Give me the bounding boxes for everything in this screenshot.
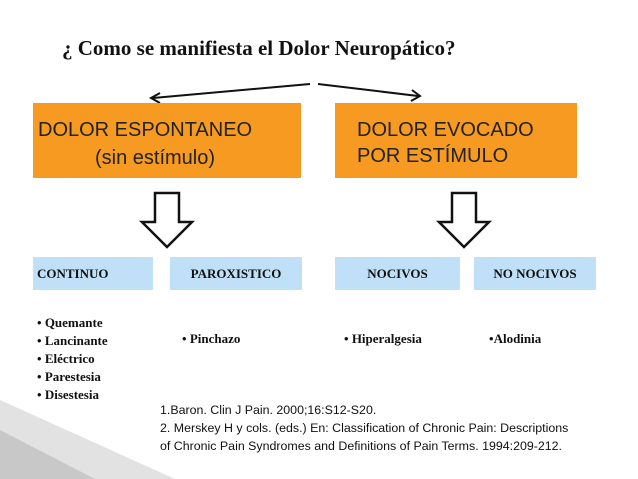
category-continuo: CONTINUO: [33, 257, 153, 290]
bullet-list-continuo: • Quemante • Lancinante • Eléctrico • Pa…: [37, 314, 108, 404]
spontaneous-pain-box: DOLOR ESPONTANEO (sin estímulo): [33, 103, 301, 178]
list-item: • Lancinante: [37, 333, 108, 348]
category-nocivos: NOCIVOS: [335, 257, 460, 290]
list-item: • Eléctrico: [37, 351, 95, 366]
reference-1: 1.Baron. Clin J Pain. 2000;16:S12-S20.: [160, 403, 377, 417]
down-arrow-left: [138, 191, 196, 249]
list-item: • Parestesia: [37, 369, 101, 384]
list-item: • Pinchazo: [182, 331, 241, 346]
evoked-pain-box: DOLOR EVOCADO POR ESTÍMULO: [335, 103, 577, 178]
list-item: • Disestesia: [37, 387, 99, 402]
box-right-line1: DOLOR EVOCADO: [357, 119, 534, 141]
box-left-line2: (sin estímulo): [95, 147, 216, 169]
bullet-list-paroxistico: • Pinchazo: [182, 330, 240, 348]
slide-title: ¿ Como se manifiesta el Dolor Neuropátic…: [62, 36, 456, 60]
box-left-line1: DOLOR ESPONTANEO: [38, 119, 253, 141]
reference-2: 2. Merskey H y cols. (eds.) En: Classifi…: [160, 421, 569, 435]
bullet-list-no-nocivos: •Alodinia: [489, 330, 541, 348]
box-right-line2: POR ESTÍMULO: [357, 145, 509, 167]
references: 1.Baron. Clin J Pain. 2000;16:S12-S20. 2…: [160, 401, 568, 455]
split-arrow-right: [317, 83, 422, 102]
list-item: • Hiperalgesia: [344, 331, 422, 346]
down-arrow-right: [435, 191, 493, 249]
category-paroxistico: PAROXISTICO: [170, 257, 302, 290]
list-item: • Quemante: [37, 315, 103, 330]
reference-3: of Chronic Pain Syndromes and Definition…: [160, 439, 563, 453]
category-no-nocivos: NO NOCIVOS: [474, 257, 596, 290]
split-arrow-left: [148, 83, 311, 104]
list-item: •Alodinia: [489, 331, 542, 346]
bullet-list-nocivos: • Hiperalgesia: [344, 330, 422, 348]
